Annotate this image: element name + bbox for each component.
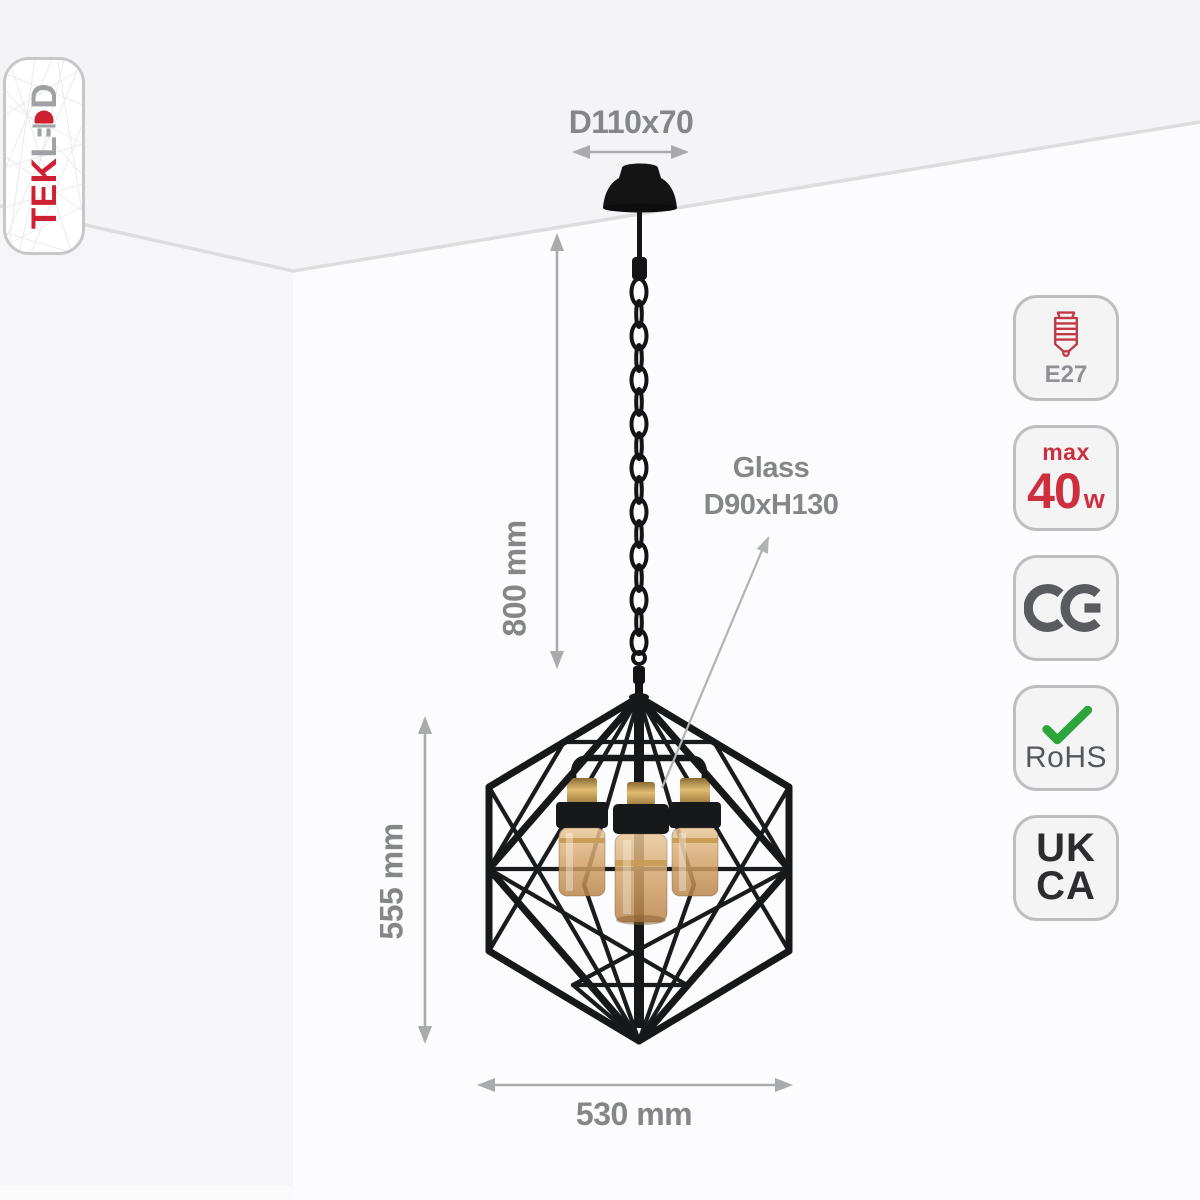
drop-dimension-label: 800 mm <box>496 520 533 637</box>
brand-text-red: TEK <box>24 157 64 230</box>
cage-frame <box>485 693 793 1045</box>
fixture-width-arrow <box>477 1078 793 1092</box>
drop-height-arrow <box>550 233 564 669</box>
right-wall-plane <box>293 122 1200 1200</box>
glass-leader-arrow <box>660 536 769 789</box>
width-dimension-label: 530 mm <box>575 1096 693 1132</box>
ceiling-edge-line <box>0 120 1200 273</box>
ceiling-rose <box>603 163 677 213</box>
height-dimension-label: 555 mm <box>373 823 410 940</box>
chain <box>629 277 649 656</box>
dimension-arrows <box>418 145 793 1092</box>
badge-rohs: RoHS <box>1013 685 1119 791</box>
canopy-dimension-label: D110x70 <box>568 104 694 140</box>
glass-label-line1: Glass <box>732 452 810 484</box>
ce-mark-icon <box>1024 584 1101 632</box>
wattage-unit: w <box>1083 483 1105 514</box>
ukca-line2: CA <box>1036 864 1096 908</box>
wattage-prefix: max <box>1042 438 1090 465</box>
left-wall-plane <box>0 206 293 1200</box>
glass-shade-left <box>556 778 608 897</box>
cage-top-cap <box>629 693 649 701</box>
badge-max-wattage: max 40 w <box>1013 425 1119 531</box>
brand-text-gray-l: L <box>24 135 64 158</box>
wattage-value: 40 <box>1027 462 1082 519</box>
ceiling-plane <box>0 0 1200 271</box>
cage-spike <box>635 680 643 698</box>
rohs-checkmark-icon <box>1042 705 1093 745</box>
fixture-height-arrow <box>418 716 432 1044</box>
badge-ce: CE <box>1013 555 1119 661</box>
cord-grip <box>632 257 647 280</box>
led-diode-icon <box>32 107 57 137</box>
canopy-width-arrow <box>572 145 689 159</box>
e27-socket-icon <box>1054 311 1078 357</box>
glass-shade-right <box>669 778 721 897</box>
cage-inner-braces <box>486 694 792 1044</box>
badge-ukca: UK CA <box>1013 815 1119 921</box>
badge-socket-e27: E27 <box>1013 295 1119 401</box>
brand-text-gray-d: D <box>24 82 64 109</box>
logo-string-pattern <box>6 60 82 252</box>
socket-label: E27 <box>1044 361 1088 388</box>
floor-hint <box>0 1186 293 1200</box>
chain-loop <box>631 650 647 666</box>
cage-hook <box>633 666 645 684</box>
cord <box>637 211 642 259</box>
glass-shade-middle <box>613 782 669 925</box>
glass-label-line2: D90xH130 <box>703 489 839 521</box>
pendant-lamp <box>485 163 793 1045</box>
ukca-line1: UK <box>1036 826 1096 871</box>
rohs-label: RoHS <box>1024 741 1108 774</box>
